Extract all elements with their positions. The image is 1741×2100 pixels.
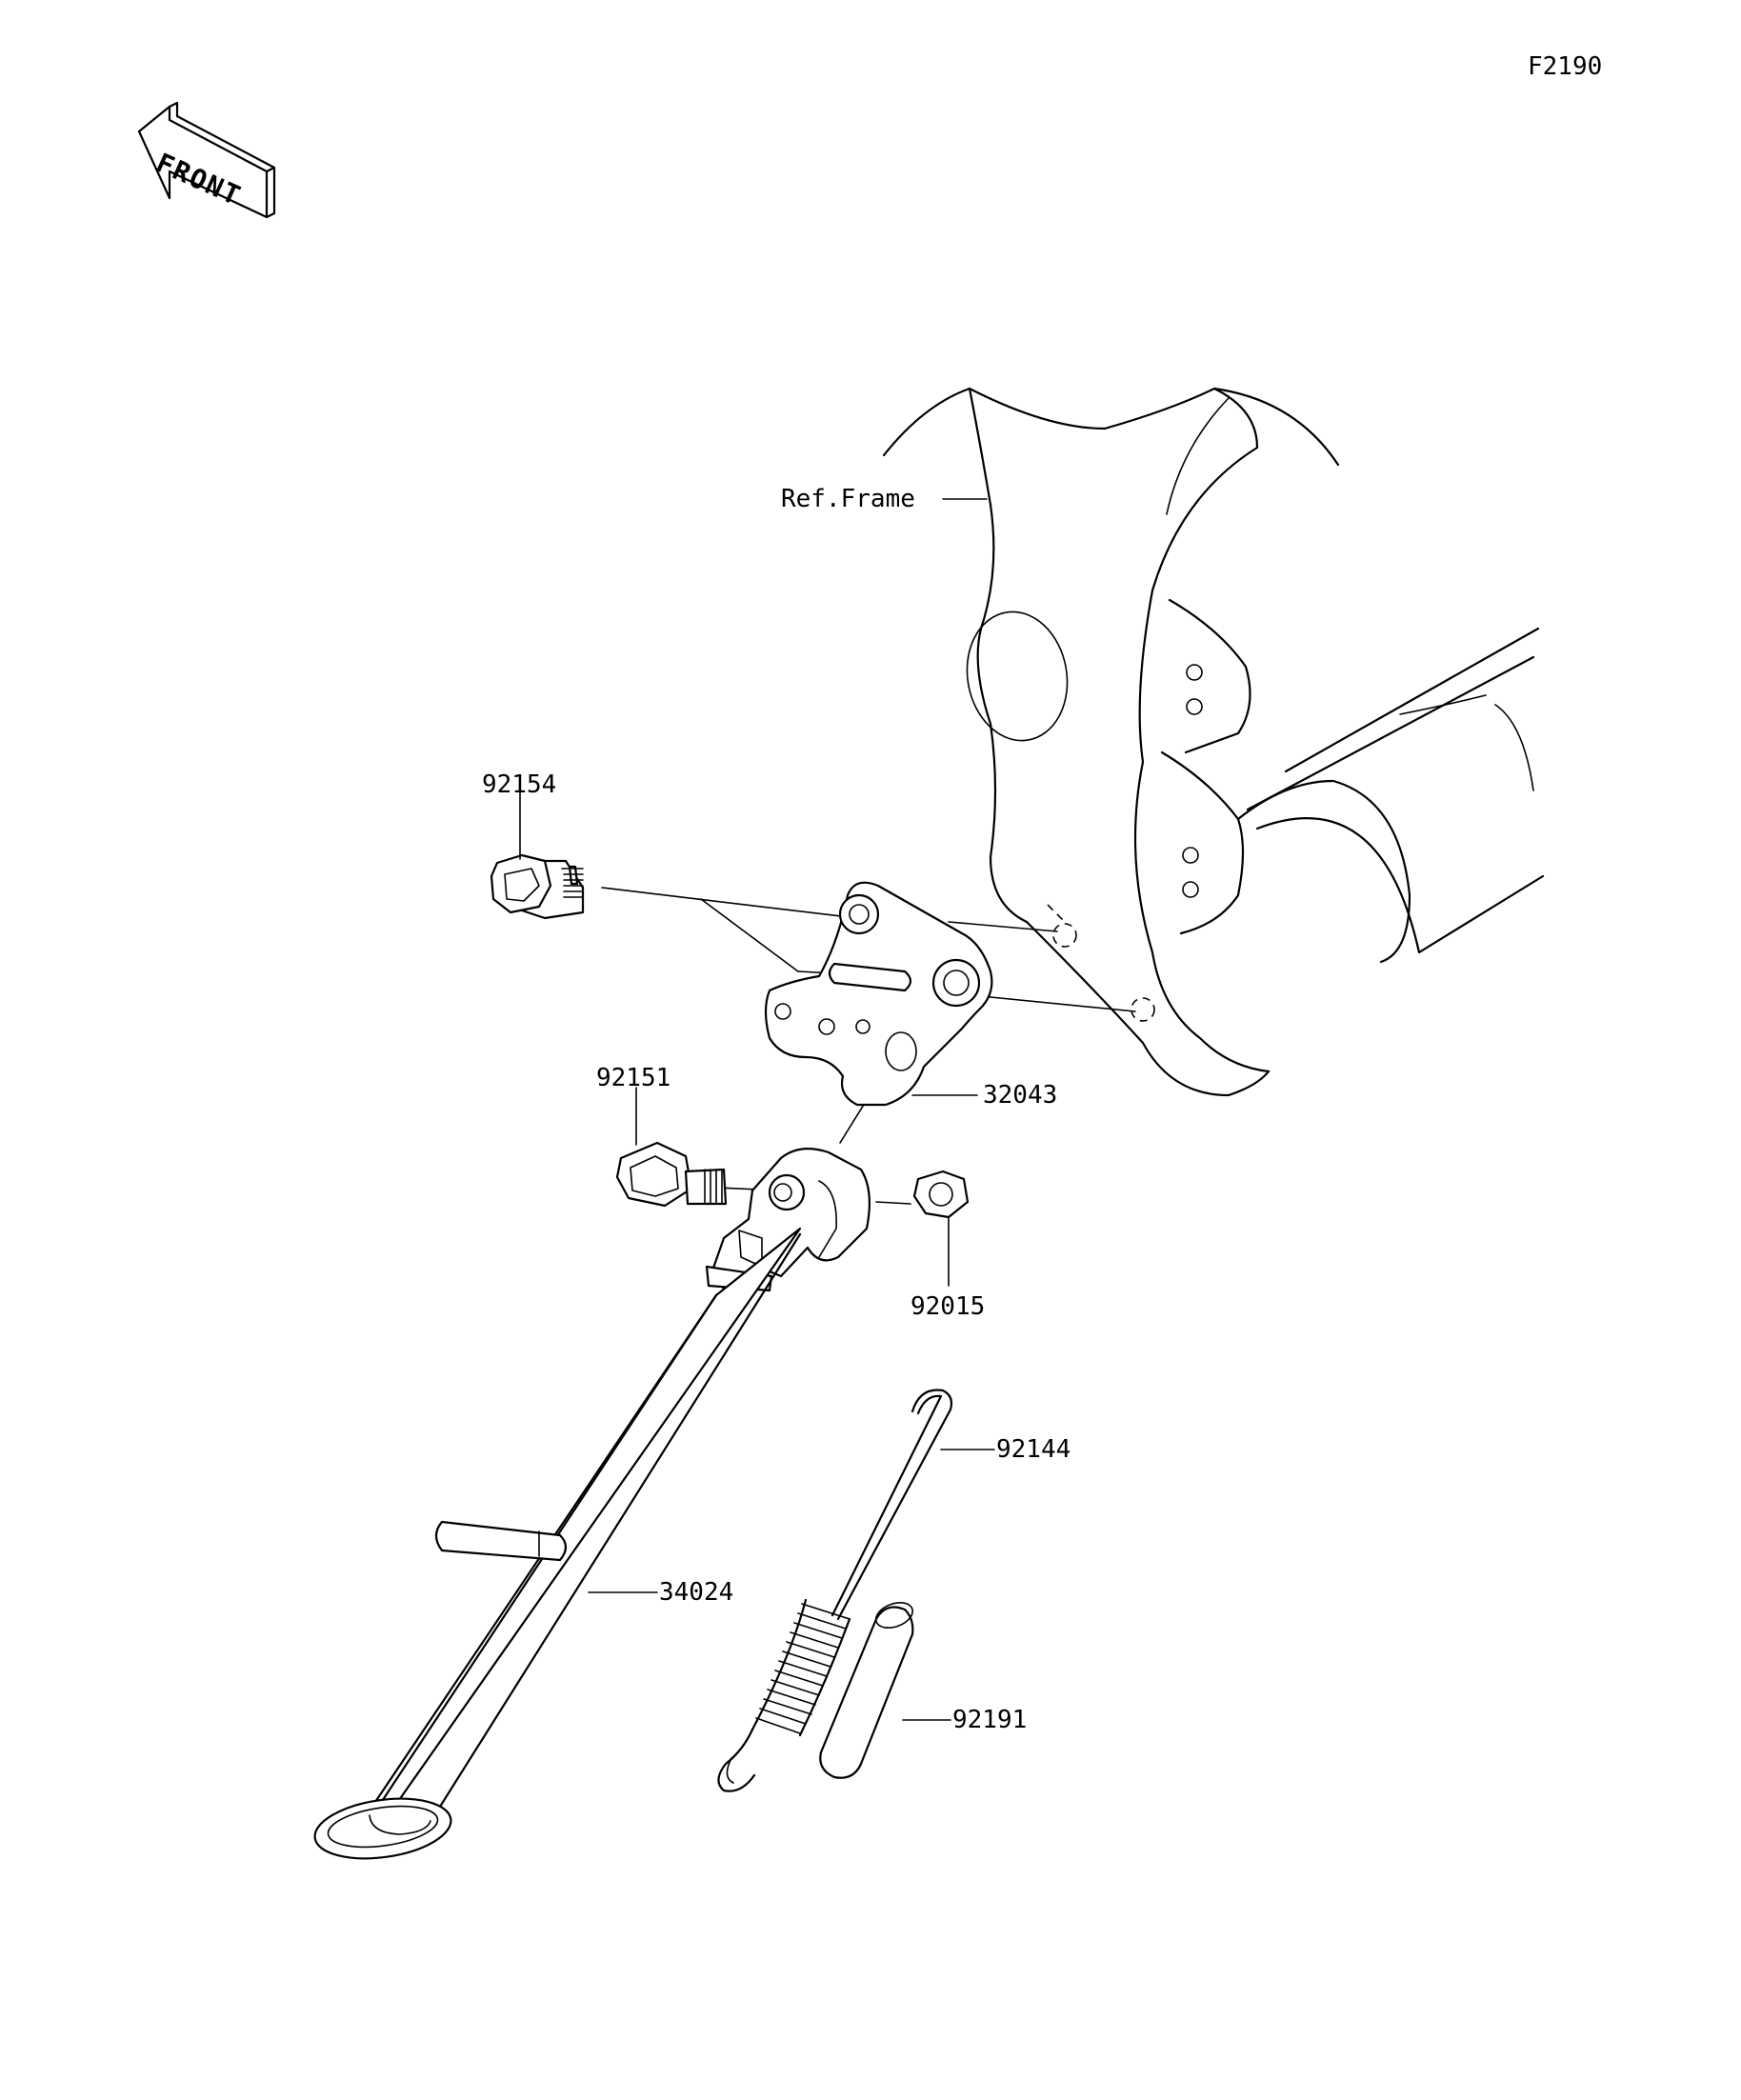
front-arrow-icon: FRONT: [137, 101, 276, 219]
nut-92015: [912, 1170, 970, 1219]
part-number-92015: 92015: [911, 1292, 985, 1321]
part-number-34024: 34024: [659, 1578, 733, 1607]
bracket-32043: [764, 881, 993, 1107]
flange-bolt-92154: [490, 853, 585, 920]
spring-92144: [717, 1389, 953, 1792]
front-label: FRONT: [151, 147, 247, 212]
part-number-92151: 92151: [596, 1064, 670, 1092]
part-number-92144: 92144: [996, 1435, 1071, 1464]
ref-frame-label: Ref.Frame: [781, 485, 915, 513]
diagram-id: F2190: [1528, 52, 1602, 81]
collar-92191: [819, 1602, 914, 1779]
part-number-32043: 32043: [983, 1081, 1057, 1110]
part-number-92191: 92191: [952, 1706, 1027, 1734]
part-number-92154: 92154: [482, 770, 556, 799]
reference-frame: [882, 387, 1545, 1097]
side-stand-34024: [313, 1148, 870, 1860]
pivot-bolt-92151: [615, 1141, 728, 1208]
